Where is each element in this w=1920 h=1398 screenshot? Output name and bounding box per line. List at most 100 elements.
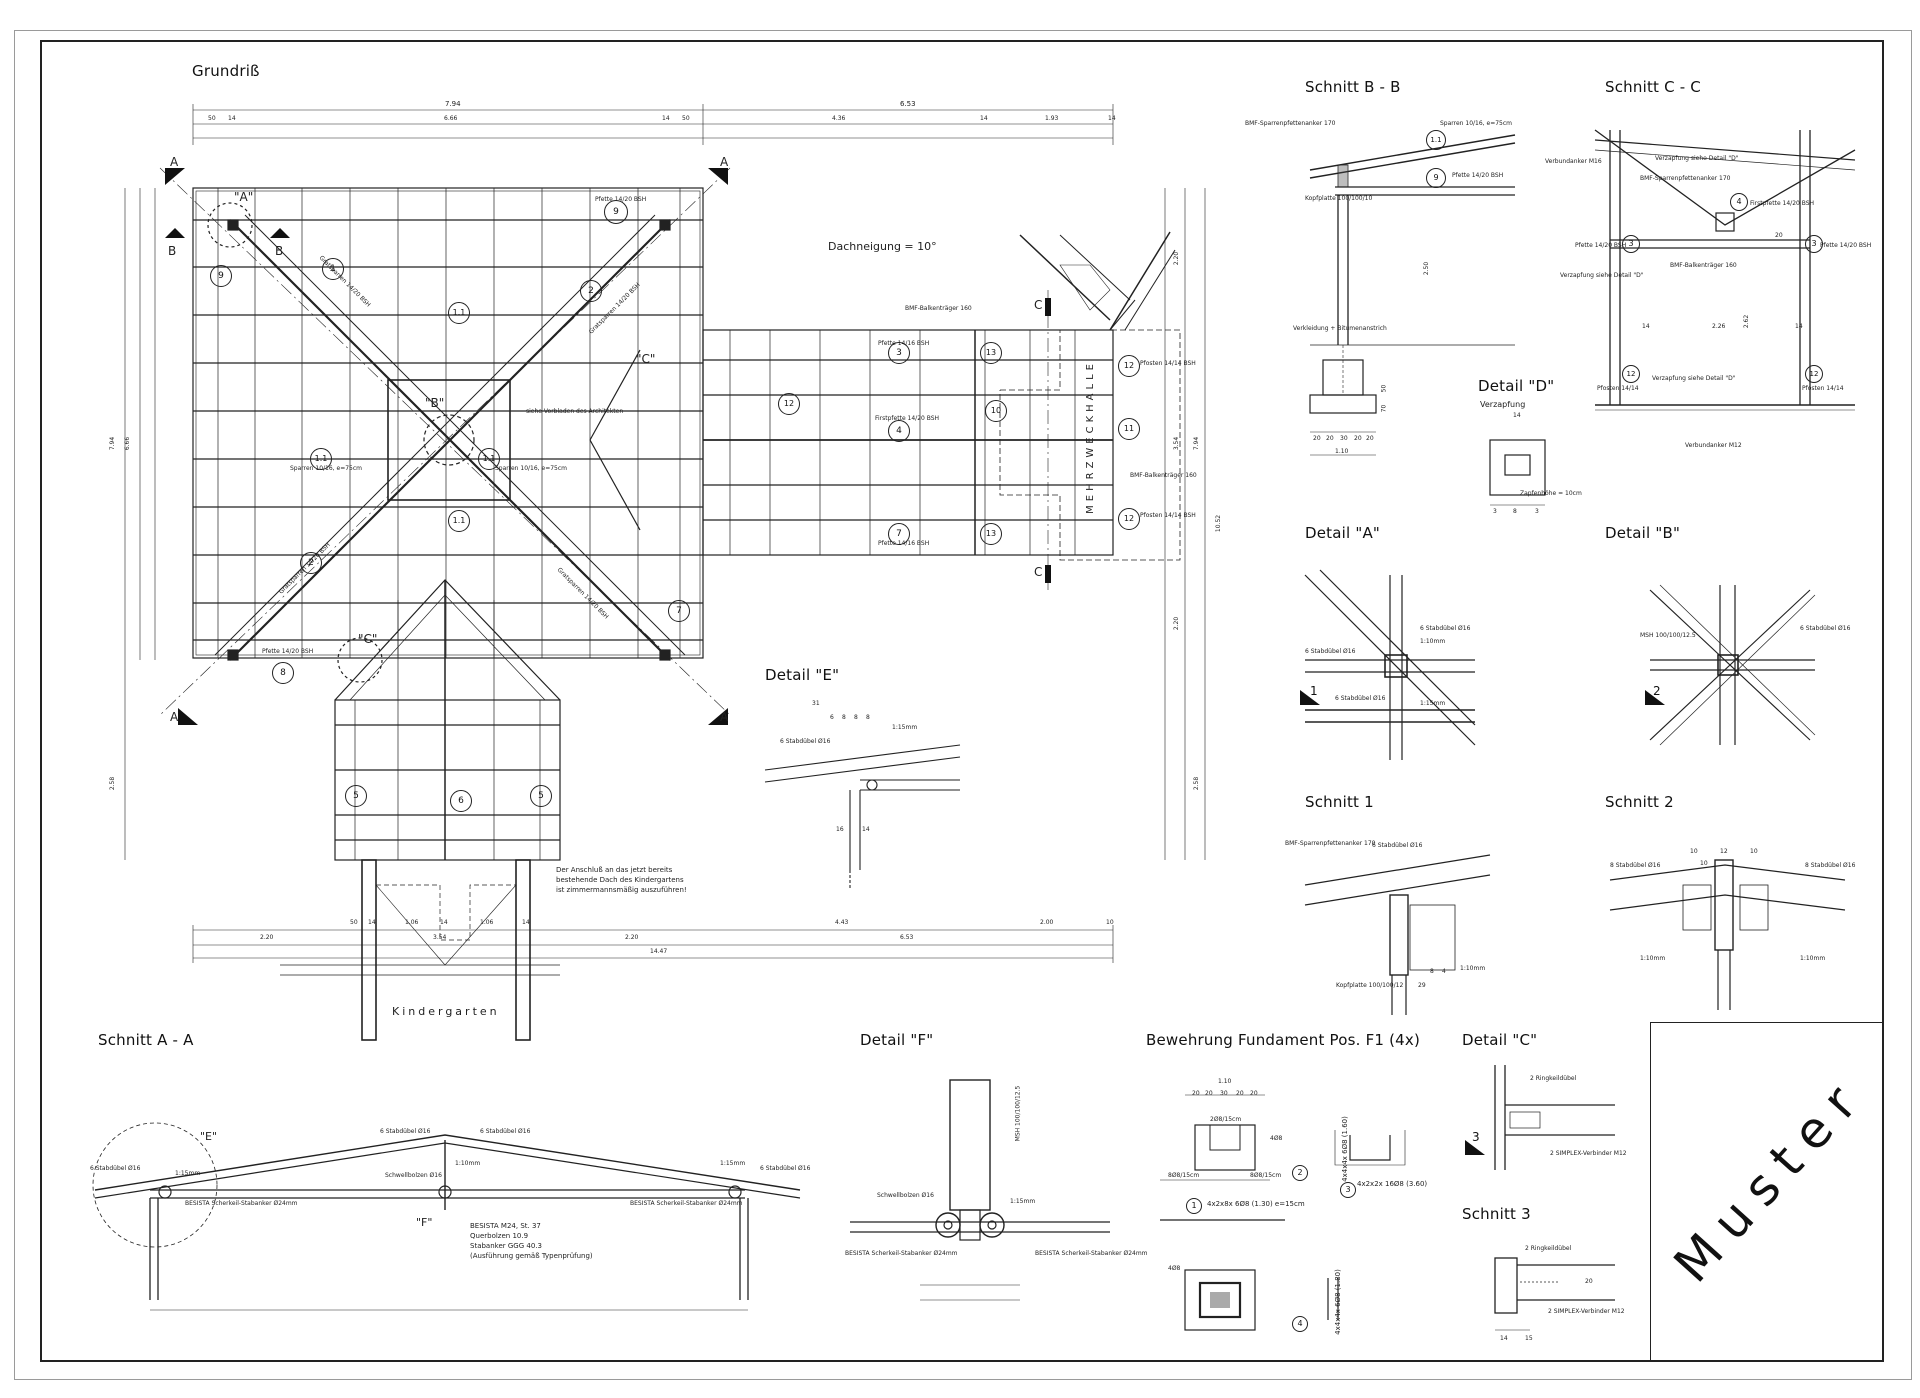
a-label-stabduebel-3: 6 Stabdübel Ø16 bbox=[1335, 695, 1386, 702]
a-label-gap-15: 1:15mm bbox=[1420, 700, 1446, 707]
cc-label-firstpfette: Firstpfette 14/20 BSH bbox=[1750, 200, 1815, 207]
bew-label-pos1: 4x2x8x 6Ø8 (1.30) e=15cm bbox=[1207, 1200, 1305, 1208]
bb-dim-20a: 20 bbox=[1313, 435, 1321, 442]
s2-label-stabduebel-right: 8 Stabdübel Ø16 bbox=[1805, 862, 1856, 869]
bew-circle-4: 4 bbox=[1292, 1316, 1308, 1332]
s2-label-gap-left: 1:10mm bbox=[1640, 955, 1666, 962]
d-dim-8: 8 bbox=[1513, 508, 1517, 515]
section-bb-lines bbox=[1309, 134, 1516, 456]
bb-label-kopfplatte: Kopfplatte 100/100/10 bbox=[1305, 195, 1373, 202]
aa-label-stabduebel-mid-right: 6 Stabdübel Ø16 bbox=[480, 1128, 531, 1135]
dim-top-653: 6.53 bbox=[900, 100, 916, 108]
label-balkentraeger-2: BMF-Balkenträger 160 bbox=[1130, 472, 1197, 479]
d-label-zapfenhoehe: Zapfenhöhe = 10cm bbox=[1520, 490, 1582, 497]
position-11-right-wing: 11 bbox=[1118, 418, 1140, 440]
s1-label-anker: BMF-Sparrenpfettenanker 170 bbox=[1285, 840, 1376, 847]
bew-label-4o8-top: 4Ø8 bbox=[1270, 1135, 1283, 1142]
position-10: 10 bbox=[985, 400, 1007, 422]
aa-label-stabduebel-right: 6 Stabdübel Ø16 bbox=[760, 1165, 811, 1172]
title-schnitt-1: Schnitt 1 bbox=[1305, 793, 1374, 811]
outer-frame bbox=[14, 30, 1912, 1380]
section-mark-b-left: B bbox=[168, 244, 177, 258]
dim-top2-14a: 14 bbox=[228, 115, 236, 122]
a-label-gap-10: 1:10mm bbox=[1420, 638, 1446, 645]
section-1-lines bbox=[1304, 854, 1491, 1015]
aa-label-besista-right: BESISTA Scherkeil-Stabanker Ø24mm bbox=[630, 1200, 743, 1207]
e-dim-8a: 8 bbox=[842, 714, 846, 721]
position-12-right-top: 12 bbox=[1118, 355, 1140, 377]
cc-dim-14b: 14 bbox=[1795, 323, 1803, 330]
title-detail-c: Detail "C" bbox=[1462, 1031, 1538, 1049]
position-12-left: 12 bbox=[778, 393, 800, 415]
dim-top2-666: 6.66 bbox=[444, 115, 458, 122]
s2-dim-10c: 10 bbox=[1700, 860, 1708, 867]
f-label-msh: MSH 100/100/12.5 bbox=[1014, 1085, 1022, 1142]
s1-dim-29: 29 bbox=[1418, 982, 1426, 989]
section-mark-b-right: B bbox=[275, 244, 284, 258]
plan-dimensions bbox=[124, 104, 1206, 963]
detail-mark-c-2: "C" bbox=[358, 632, 378, 646]
title-schnitt-cc: Schnitt C - C bbox=[1605, 78, 1701, 96]
dim-bot1-200: 2.00 bbox=[1040, 919, 1054, 926]
cc-label-verzapfung-bottom: Verzapfung siehe Detail "D" bbox=[1652, 375, 1736, 382]
dim-top2-14b: 14 bbox=[662, 115, 670, 122]
aa-label-besista-left: BESISTA Scherkeil-Stabanker Ø24mm bbox=[185, 1200, 298, 1207]
bb-dim-20c: 20 bbox=[1354, 435, 1362, 442]
dim-top2-50b: 50 bbox=[682, 115, 690, 122]
connection-note-3: ist zimmermannsmäßig auszuführen! bbox=[556, 886, 687, 894]
dim-bot1-106b: 1.06 bbox=[480, 919, 494, 926]
s1-dim-8: 8 bbox=[1430, 968, 1434, 975]
title-schnitt-bb: Schnitt B - B bbox=[1305, 78, 1401, 96]
aa-label-schwellbolzen: Schwellbolzen Ø16 bbox=[385, 1172, 442, 1179]
position-13-top: 13 bbox=[980, 342, 1002, 364]
detail-f-lines bbox=[850, 1079, 1110, 1301]
c-section-mark-3: 3 bbox=[1472, 1130, 1480, 1144]
bew-dim-110: 1.10 bbox=[1218, 1078, 1232, 1085]
cc-dim-226: 2.26 bbox=[1712, 323, 1726, 330]
bew-label-8o8-left: 8Ø8/15cm bbox=[1168, 1172, 1200, 1179]
bb-position-11: 1.1 bbox=[1426, 130, 1446, 150]
d-dim-14: 14 bbox=[1513, 412, 1521, 419]
bew-label-4o8-plan: 4Ø8 bbox=[1168, 1265, 1181, 1272]
position-4: 4 bbox=[888, 420, 910, 442]
section-mark-a-bl: A bbox=[170, 710, 179, 724]
dim-bot1-14b: 14 bbox=[440, 919, 448, 926]
section-aa-lines bbox=[92, 1122, 801, 1311]
bb-label-anker: BMF-Sparrenpfettenanker 170 bbox=[1245, 120, 1336, 127]
dim-top2-14d: 14 bbox=[1108, 115, 1116, 122]
title-grundriss: Grundriß bbox=[192, 62, 260, 80]
s3-label-ringkeil: 2 Ringkeildübel bbox=[1525, 1245, 1572, 1252]
bew-label-pos4: 4x4x4x 6Ø8 (1.80) bbox=[1333, 1269, 1342, 1335]
aa-gap-15-right: 1:15mm bbox=[720, 1160, 746, 1167]
aa-gap-10: 1:10mm bbox=[455, 1160, 481, 1167]
dim-bot1-106a: 1.06 bbox=[405, 919, 419, 926]
connection-note-2: bestehende Dach des Kindergartens bbox=[556, 876, 684, 884]
detail-c-lines bbox=[1494, 1065, 1615, 1170]
detail-d-lines bbox=[1489, 439, 1546, 506]
bb-dim-110: 1.10 bbox=[1335, 448, 1349, 455]
position-2-top: 2 bbox=[580, 280, 602, 302]
section-mark-a-tr: A bbox=[720, 155, 729, 169]
section-mark-c-bottom: C bbox=[1034, 565, 1043, 579]
bb-position-9: 9 bbox=[1426, 168, 1446, 188]
a-label-stabduebel-1: 6 Stabdübel Ø16 bbox=[1305, 648, 1356, 655]
section-3-lines bbox=[1494, 1257, 1615, 1331]
title-detail-b: Detail "B" bbox=[1605, 524, 1681, 542]
bb-label-sparren: Sparren 10/16, e=75cm bbox=[1440, 120, 1512, 127]
position-3: 3 bbox=[888, 342, 910, 364]
dim-bot1-14: 14 bbox=[368, 919, 376, 926]
s1-dim-4: 4 bbox=[1442, 968, 1446, 975]
s2-label-gap-right: 1:10mm bbox=[1800, 955, 1826, 962]
cc-label-verbundanker-m12: Verbundanker M12 bbox=[1685, 442, 1742, 449]
aa-note-2: Querbolzen 10.9 bbox=[470, 1232, 529, 1240]
cc-dim-20: 20 bbox=[1775, 232, 1783, 239]
s3-dim-14: 14 bbox=[1500, 1335, 1508, 1342]
e-dim-8b: 8 bbox=[854, 714, 858, 721]
dim-top-794: 7.94 bbox=[445, 100, 461, 108]
plan-lower-wing bbox=[280, 579, 561, 1041]
d-dim-3b: 3 bbox=[1535, 508, 1539, 515]
dim-bot2-653: 6.53 bbox=[900, 934, 914, 941]
small-section-arrows bbox=[1300, 690, 1665, 1155]
bew-dim-20b: 20 bbox=[1205, 1090, 1213, 1097]
position-5-left: 5 bbox=[345, 785, 367, 807]
